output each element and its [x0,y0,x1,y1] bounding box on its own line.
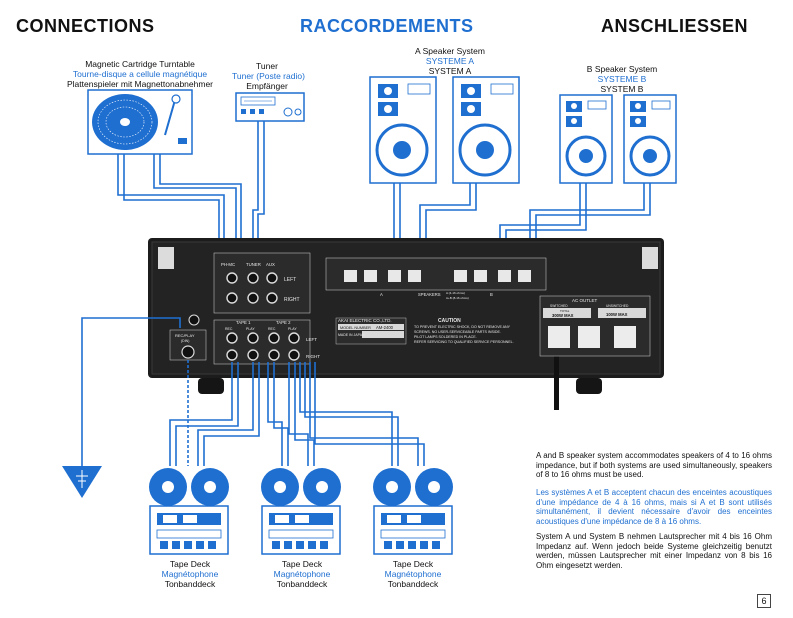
amplifier-rear-panel [148,238,664,410]
amp-label-aux: AUX [266,262,275,267]
speaker-b-right-icon [623,94,677,184]
amp-switched-label: SWITCHED [550,304,568,308]
amp-speaker-a-impedance: A (4-16 ohms) [446,291,465,295]
speaker-a-label-de: SYSTEM A [428,66,472,76]
tape-deck-2-label-de: Tonbanddeck [276,579,328,589]
amp-speaker-a: A [380,292,383,297]
tape-deck-3-label: Tape Deck Magnétophone Tonbanddeck [378,559,448,589]
speaker-b-label-en: B Speaker System [586,64,658,74]
turntable-label-en: Magnetic Cartridge Turntable [85,59,195,69]
speaker-b-label-fr: SYSTEME B [597,74,647,84]
amp-label-tape2-rec: REC [268,327,276,331]
amp-caution-line-4: REFER SERVICING TO QUALIFIED SERVICE PER… [414,340,514,344]
amp-caution-line-2: SCREWS. NO USER-SERVICEABLE PARTS INSIDE… [414,330,501,334]
input-cables [117,121,265,258]
amp-caution-line-1: TO PREVENT ELECTRIC SHOCK, DO NOT REMOVE… [414,325,511,329]
tape-deck-3-icon [373,468,453,555]
tape-deck-2-label-en: Tape Deck [281,559,323,569]
tuner-label-en: Tuner [256,61,278,71]
amp-speaker-ab-impedance: A+B (8-16 ohms) [446,296,469,300]
speaker-a-label: A Speaker System SYSTEME A SYSTEM A [400,46,500,76]
tuner-label: Tuner Tuner (Poste radio) Empfänger [232,61,305,91]
amp-speakers-label: SPEAKERS [418,292,441,297]
heading-german: ANSCHLIESSEN [601,16,749,36]
amp-label-tape1-play: PLAY [246,327,255,331]
turntable-icon [87,89,193,155]
heading-english: CONNECTIONS [16,16,155,36]
amp-caution-title: CAUTION [438,318,461,324]
amp-unswitched-label: UNSWITCHED [606,304,629,308]
tape-cables [169,360,425,466]
amp-label-phono: PH-MC [221,262,235,267]
amp-label-right-inputs: RIGHT [284,297,300,303]
amp-model: AM-2400 [376,325,394,330]
speaker-a-label-fr: SYSTEME A [425,56,475,66]
tuner-label-de: Empfänger [246,81,288,91]
tape-deck-1-label: Tape Deck Magnétophone Tonbanddeck [155,559,225,589]
tape-deck-1-label-de: Tonbanddeck [164,579,216,589]
tape-deck-2-icon [261,468,341,555]
speaker-b-label-de: SYSTEM B [600,84,644,94]
tape-deck-3-label-en: Tape Deck [392,559,434,569]
amp-made-in: MADE IN JAPAN [338,333,365,337]
speaker-a-left-icon [369,76,437,184]
amp-switched-watts: 300W MAX [552,313,574,318]
speaker-b-label: B Speaker System SYSTEME B SYSTEM B [572,64,672,94]
tape-deck-1-label-en: Tape Deck [169,559,211,569]
tuner-label-fr: Tuner (Poste radio) [232,71,305,81]
amp-caution-line-3: PILOT LAMPS SOLDERED IN PLACE. [414,335,477,339]
amp-label-tape2: TAPE 2 [276,320,291,325]
speaker-a-label-en: A Speaker System [415,46,485,56]
speaker-b-left-icon [559,94,613,184]
note-german: System A und System B nehmen Lautspreche… [536,532,772,570]
amp-label-tape2-play: PLAY [288,327,297,331]
heading-french: RACCORDEMENTS [300,16,474,36]
amp-label-tape1: TAPE 1 [236,320,251,325]
page-number: 6 [757,594,771,608]
turntable-label-de: Plattenspieler mit Magnettonabnehmer [67,79,213,89]
speaker-a-right-icon [452,76,520,184]
amp-label-right-tape: RIGHT [306,354,320,359]
tape-deck-1-label-fr: Magnétophone [161,569,219,579]
amp-label-tuner: TUNER [246,262,261,267]
tape-deck-2-label: Tape Deck Magnétophone Tonbanddeck [267,559,337,589]
amp-label-left-tape: LEFT [306,337,317,342]
note-french: Les systèmes A et B acceptent chacun des… [536,488,772,526]
amp-ac-outlet-label: AC OUTLET [572,298,598,303]
tape-deck-3-label-de: Tonbanddeck [387,579,439,589]
tuner-icon [235,92,305,122]
turntable-label: Magnetic Cartridge Turntable Tourne-disq… [60,59,220,89]
amp-brand: AKAI ELECTRIC CO.,LTD. [338,318,392,323]
amp-speaker-b: B [490,292,493,297]
amp-unswitched-watts: 100W MAX [606,312,628,317]
turntable-label-fr: Tourne-disque a cellule magnétique [72,69,208,79]
amp-label-din: (DIN) [181,339,189,343]
tape-deck-3-label-fr: Magnétophone [384,569,442,579]
note-english: A and B speaker system accommodates spea… [536,451,772,480]
amp-label-rec-play: REC/PLAY [175,333,195,338]
tape-deck-2-label-fr: Magnétophone [273,569,331,579]
tape-deck-1-icon [149,468,229,555]
amp-label-left-inputs: LEFT [284,277,296,283]
amp-model-label: MODEL NUMBER [340,326,371,330]
ground-symbol-icon [62,317,181,498]
amp-label-tape1-rec: REC [225,327,233,331]
amp-total-label: TOTAL [560,309,570,313]
